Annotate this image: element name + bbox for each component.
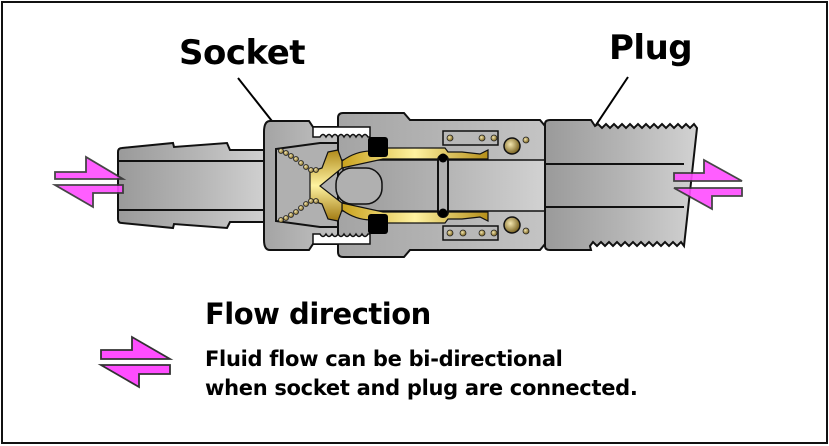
spring-coils [446,134,498,237]
flow-arrow-left [51,155,127,209]
bidirectional-arrows-icon [97,335,174,389]
flow-arrow-right [673,158,743,211]
socket-spring [278,148,319,223]
locking-ball-top [503,137,521,155]
locking-ball-bottom [503,216,521,234]
brass-valve-head [309,149,343,222]
socket-label: Socket [179,33,306,73]
plug-body [544,119,699,251]
socket-hose-barb [117,141,271,230]
legend-title: Flow direction [205,297,431,331]
seal-top [368,137,388,157]
legend-description-line-2: when socket and plug are connected. [205,376,638,400]
o-ring-plug [437,154,449,218]
plug-label: Plug [609,28,693,68]
seal-bottom [368,214,388,234]
legend-description-line-1: Fluid flow can be bi-directional [205,347,563,371]
legend-description: Fluid flow can be bi-directional when so… [205,345,638,403]
